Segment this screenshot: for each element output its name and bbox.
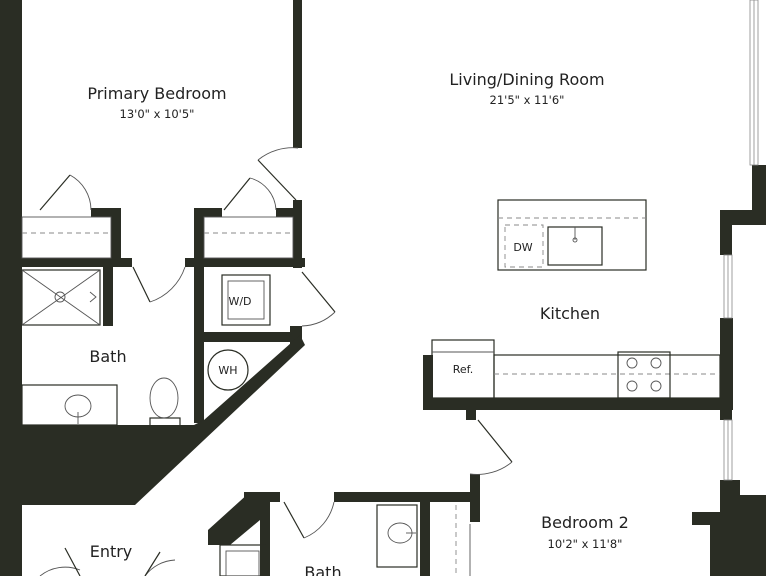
wall-right-upper	[720, 210, 732, 255]
wall-kitchen-bottom	[423, 398, 723, 410]
wall-kitchen-left	[423, 355, 433, 410]
wall-right-jog	[732, 165, 766, 225]
doors	[39, 147, 513, 576]
burner-icon	[650, 380, 662, 392]
wall-closet-right	[293, 200, 302, 268]
door-primary-bedroom	[257, 159, 297, 201]
windows	[723, 0, 759, 481]
door-bath-1	[132, 266, 151, 303]
room-dims-living-dining: 21'5" x 11'6"	[490, 93, 565, 107]
wall-closet-top-right	[276, 208, 302, 217]
wall-closet-top-left	[91, 208, 119, 217]
door-bath-2	[283, 501, 305, 539]
cooktop	[617, 351, 671, 399]
wall-right-lower	[692, 480, 766, 576]
washer-dryer	[221, 274, 271, 326]
toilet-icon	[149, 377, 179, 419]
room-name-bath-1: Bath	[89, 347, 126, 366]
room-name-bath-2: Bath	[304, 563, 341, 576]
bath-2-vanity	[376, 504, 418, 568]
room-name-entry: Entry	[90, 542, 133, 561]
label-dishwasher: DW	[513, 241, 532, 254]
label-water-heater: WH	[218, 364, 237, 377]
wall-bath2-top	[334, 492, 480, 502]
bathtub	[219, 544, 266, 576]
counter	[493, 354, 721, 399]
dishwasher	[504, 224, 544, 268]
laundry-fixtures	[207, 274, 271, 391]
wall-laundry-bottom	[204, 332, 300, 342]
wall-bedroom-living	[293, 0, 302, 148]
bath-1-fixtures	[21, 269, 181, 427]
label-washer-dryer: W/D	[228, 295, 251, 308]
wall-closet-top-mid	[194, 208, 222, 217]
labels: Primary Bedroom 13'0" x 10'5" Living/Din…	[87, 70, 628, 576]
wall-bath-right	[194, 208, 204, 423]
room-dims-primary-bedroom: 13'0" x 10'5"	[120, 107, 195, 121]
room-name-primary-bedroom: Primary Bedroom	[87, 84, 226, 103]
closet-shelves	[21, 216, 294, 259]
door-closet-left-a	[39, 174, 71, 211]
wall-bedroom2-stub	[466, 398, 476, 420]
wall-diagonal	[0, 335, 305, 505]
door-laundry	[301, 271, 336, 313]
door-bedroom-2	[477, 419, 513, 463]
shower	[21, 269, 101, 326]
kitchen-counter	[431, 339, 721, 399]
wall-right-mid	[720, 318, 733, 410]
kitchen-island	[497, 199, 647, 271]
room-name-kitchen: Kitchen	[540, 304, 600, 323]
room-name-bedroom-2: Bedroom 2	[541, 513, 629, 532]
wall-right-lower-cap	[720, 410, 732, 420]
bath-2-fixtures	[219, 504, 471, 576]
shower-drain-icon	[54, 291, 66, 303]
burner-icon	[626, 357, 638, 369]
vanity	[21, 384, 118, 426]
wall-bath-top-right	[185, 258, 305, 267]
wall-closet-divider-left	[111, 208, 121, 263]
room-dims-bedroom-2: 10'2" x 11'8"	[548, 537, 623, 551]
wall-bath2-right	[420, 502, 430, 576]
room-name-living-dining: Living/Dining Room	[449, 70, 604, 89]
door-closet-mid	[223, 177, 251, 211]
label-refrigerator: Ref.	[453, 363, 474, 376]
wall-left-lower	[0, 505, 14, 576]
shower-head-icon	[89, 291, 97, 303]
water-heater	[207, 349, 249, 391]
island-counter	[497, 199, 647, 271]
wall-bath-top	[22, 258, 132, 267]
toilet-tank	[149, 417, 181, 427]
wall-bath2-corner	[208, 492, 270, 576]
door-entry-closet-a	[39, 566, 81, 576]
burner-icon	[650, 357, 662, 369]
burner-icon	[626, 380, 638, 392]
wall-shower-right	[103, 264, 113, 326]
